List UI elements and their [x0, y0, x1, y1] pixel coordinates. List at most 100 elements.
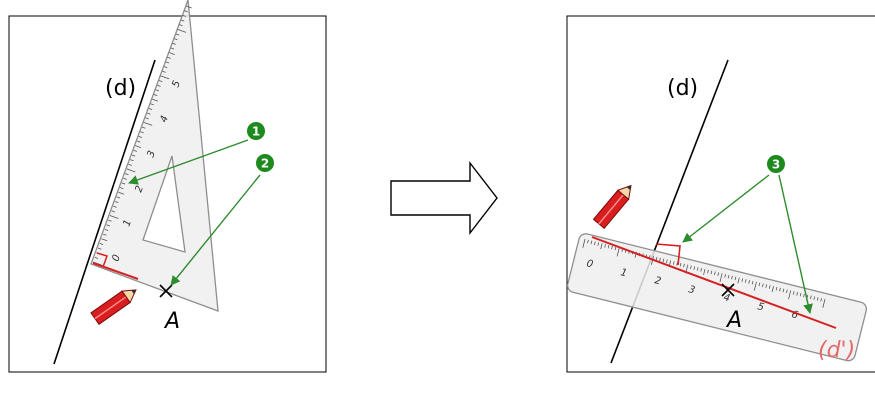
set-square-tick	[126, 168, 136, 173]
sq-num-5: 5	[170, 79, 183, 89]
arrow-3a	[682, 174, 770, 243]
ruler-tick	[724, 274, 726, 278]
ruler-tick	[590, 240, 593, 245]
ruler-tick	[604, 244, 606, 248]
ruler-num-3: 3	[687, 284, 696, 296]
line-d-label-right: (d)	[667, 76, 698, 101]
set-square-tick	[153, 94, 158, 97]
right-panel: (d) 0 1 2 3 4 5 6 (d') A	[566, 15, 875, 373]
ruler-tick	[611, 245, 613, 250]
ruler-tick	[734, 276, 737, 281]
ruler-num-0: 0	[585, 258, 594, 270]
ruler-num-5: 5	[756, 301, 765, 313]
point-a-label-right: A	[725, 308, 742, 333]
set-square: 0 1 2 3 4 5	[90, 0, 219, 312]
ruler-tick	[741, 278, 744, 282]
set-square-tick	[97, 247, 102, 250]
set-square-tick	[138, 135, 143, 138]
set-square-tick	[131, 154, 136, 157]
set-square-tick	[170, 47, 175, 50]
sq-num-4: 4	[158, 114, 171, 124]
ruler-num-2: 2	[653, 275, 662, 287]
set-square-tick	[155, 89, 159, 92]
set-square-tick	[103, 233, 107, 236]
pencil-icon	[90, 289, 137, 326]
left-arrows	[128, 139, 261, 286]
set-square-tick	[148, 108, 153, 110]
set-square-tick	[116, 196, 121, 199]
set-square-tick	[104, 229, 109, 231]
ruler-tick	[782, 288, 785, 293]
right-angle-marker	[655, 243, 681, 266]
sq-num-3: 3	[145, 149, 158, 159]
badge-2: 2	[256, 154, 274, 172]
set-square-tick	[121, 182, 126, 185]
ruler-tick	[744, 279, 747, 283]
sq-num-1: 1	[121, 218, 134, 228]
ruler-tick	[710, 270, 713, 275]
arrow-3b	[778, 174, 813, 314]
set-square-tick	[101, 238, 108, 242]
ruler-tick	[614, 246, 617, 251]
ruler-tick	[737, 277, 740, 284]
set-square-tick	[118, 191, 125, 195]
ruler-tick	[714, 271, 716, 276]
svg-text:3: 3	[772, 158, 780, 172]
set-square-tick	[179, 24, 183, 27]
set-square-tick	[106, 224, 110, 227]
set-square-tick	[185, 5, 192, 9]
set-square-tick	[113, 205, 117, 208]
set-square-tick	[175, 33, 180, 36]
ruler-tick	[679, 262, 682, 267]
set-square-numbers: 0 1 2 3 4 5	[110, 79, 183, 263]
point-a-left	[159, 284, 173, 298]
ruler-tick	[659, 257, 661, 262]
set-square-tick	[182, 14, 187, 17]
badge-3: 3	[767, 155, 785, 173]
set-square-tick	[114, 201, 119, 204]
ruler-tick	[799, 292, 802, 297]
left-panel: (d) 0 1 2 3 4 5 A	[8, 0, 327, 373]
ruler-tick	[762, 283, 764, 288]
ruler-tick	[607, 244, 610, 249]
set-square-tick	[133, 149, 138, 152]
sq-num-2: 2	[133, 184, 146, 194]
point-a-right	[721, 283, 735, 297]
ruler-tick	[731, 275, 733, 280]
set-square-tick	[124, 173, 129, 176]
set-square-tick	[184, 10, 188, 13]
set-square-tick	[172, 42, 176, 45]
line-d-prime	[591, 236, 837, 329]
ruler: 0 1 2 3 4 5 6	[566, 233, 868, 362]
badge-1: 1	[247, 122, 265, 140]
ruler-tick	[600, 243, 603, 250]
set-square-tick	[94, 256, 99, 259]
ruler-tick	[727, 274, 730, 279]
ruler-tick	[693, 266, 696, 270]
set-square-tick	[111, 210, 116, 213]
sq-num-0: 0	[110, 253, 123, 263]
ruler-tick	[822, 298, 826, 308]
ruler-tick	[792, 291, 795, 295]
svg-text:2: 2	[261, 157, 269, 171]
set-square-tick	[140, 131, 144, 134]
set-square-tick	[160, 75, 170, 80]
ruler-tick	[758, 282, 761, 287]
set-square-tick	[163, 66, 168, 69]
ruler-tick	[719, 273, 723, 283]
ruler-num-1: 1	[619, 267, 628, 279]
hollow-arrow-icon	[390, 160, 498, 236]
ruler-tick	[594, 241, 596, 246]
set-square-tick	[108, 219, 112, 222]
set-square-tick	[135, 145, 142, 149]
ruler-tick	[662, 258, 665, 263]
ruler-tick	[696, 267, 699, 271]
ruler-tick	[690, 265, 692, 270]
ruler-tick	[672, 261, 675, 265]
ruler-tick	[813, 296, 816, 300]
set-square-tick	[162, 70, 166, 73]
set-square-tick	[157, 84, 161, 87]
ruler-tick	[810, 295, 812, 300]
ruler-tick	[779, 287, 781, 292]
set-square-tick	[152, 98, 158, 102]
